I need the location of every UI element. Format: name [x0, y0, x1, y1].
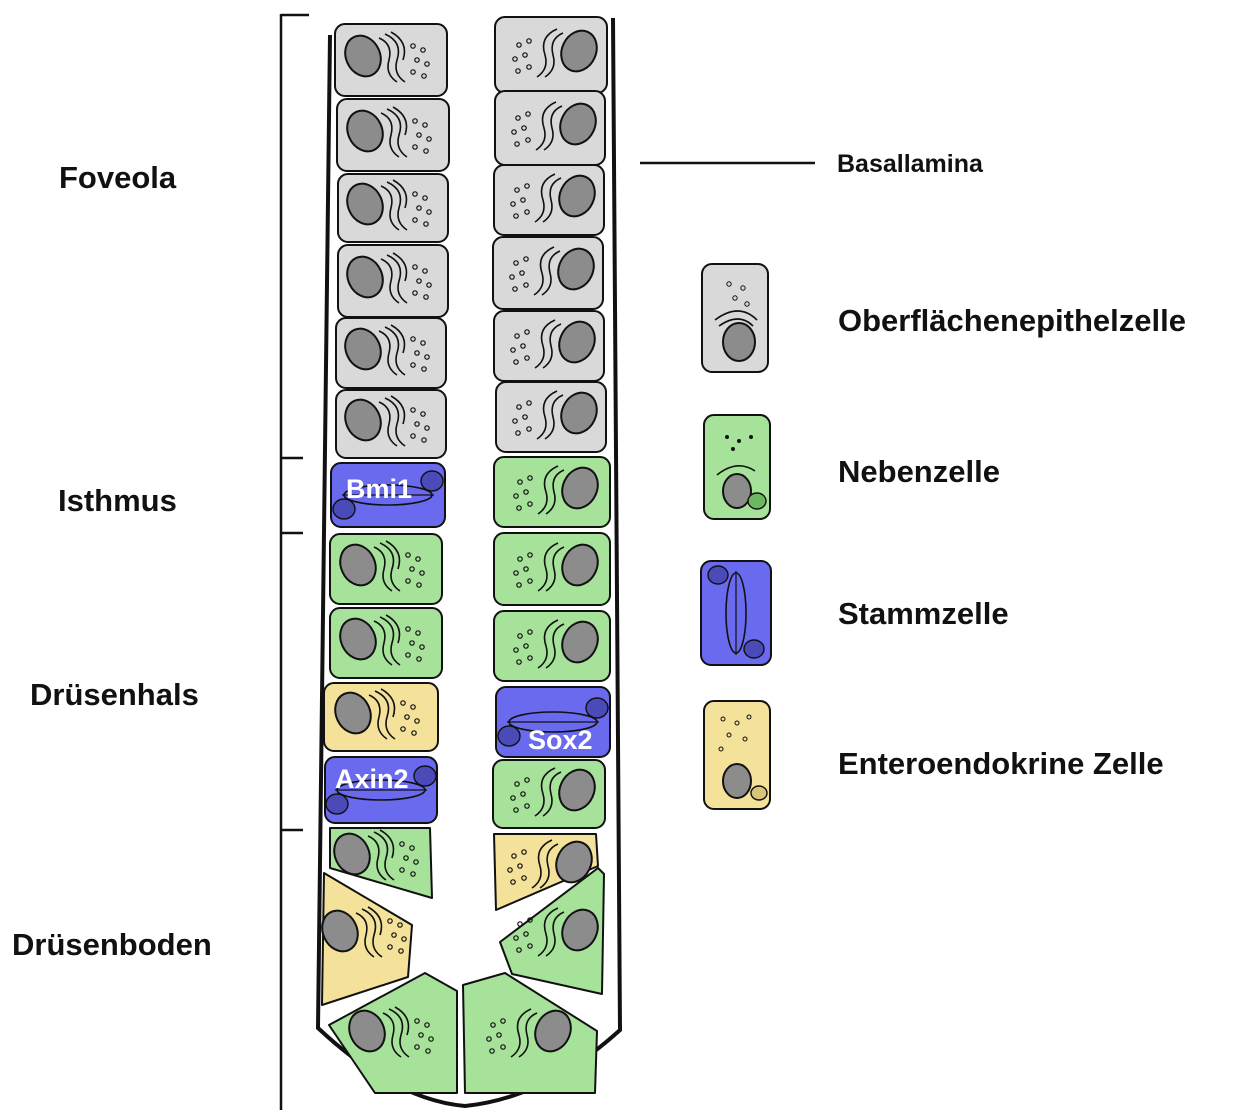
region-bracket — [281, 14, 309, 1110]
neck-cell — [463, 973, 597, 1093]
surface-cell — [494, 311, 604, 381]
legend: Oberflächenepithelzelle Nebenzelle Stamm… — [701, 264, 1186, 809]
region-label-druesenhals: Drüsenhals — [30, 677, 199, 712]
surface-cell — [336, 318, 446, 388]
surface-cell — [495, 17, 607, 93]
legend-label-stem: Stammzelle — [838, 596, 1009, 631]
enteroendocrine-cell — [316, 873, 412, 1005]
neck-cell — [493, 760, 605, 828]
surface-cell — [495, 91, 605, 165]
legend-label-neck: Nebenzelle — [838, 454, 1000, 489]
right-cell-column — [463, 17, 610, 1093]
surface-cell — [338, 245, 448, 317]
surface-cell — [337, 99, 449, 171]
surface-cell — [493, 237, 603, 309]
region-label-isthmus: Isthmus — [58, 483, 177, 518]
surface-cell — [338, 174, 448, 242]
neck-cell — [330, 608, 442, 678]
neck-cell — [494, 611, 610, 681]
legend-icon-neck — [704, 415, 770, 519]
gland-lumen — [440, 30, 488, 978]
neck-cell — [330, 534, 442, 604]
surface-cell — [336, 390, 446, 458]
region-label-foveola: Foveola — [59, 160, 177, 195]
marker-label-sox2: Sox2 — [528, 725, 593, 755]
neck-cell — [494, 533, 610, 605]
region-label-druesenboden: Drüsenboden — [12, 927, 212, 962]
enteroendocrine-cell — [324, 683, 438, 751]
left-cell-column — [316, 24, 457, 1093]
marker-label-axin2: Axin2 — [335, 764, 409, 794]
legend-label-enteroendocrine: Enteroendokrine Zelle — [838, 746, 1164, 781]
surface-cell — [335, 24, 447, 96]
basal-lamina-label: Basallamina — [837, 150, 984, 178]
surface-cell — [496, 382, 606, 452]
surface-cell — [494, 165, 604, 235]
marker-label-bmi1: Bmi1 — [346, 474, 412, 504]
legend-icon-enteroendocrine — [704, 701, 770, 809]
legend-label-surface: Oberflächenepithelzelle — [838, 303, 1186, 338]
legend-icon-surface — [702, 264, 768, 372]
neck-cell — [494, 457, 610, 527]
legend-icon-stem — [701, 561, 771, 665]
